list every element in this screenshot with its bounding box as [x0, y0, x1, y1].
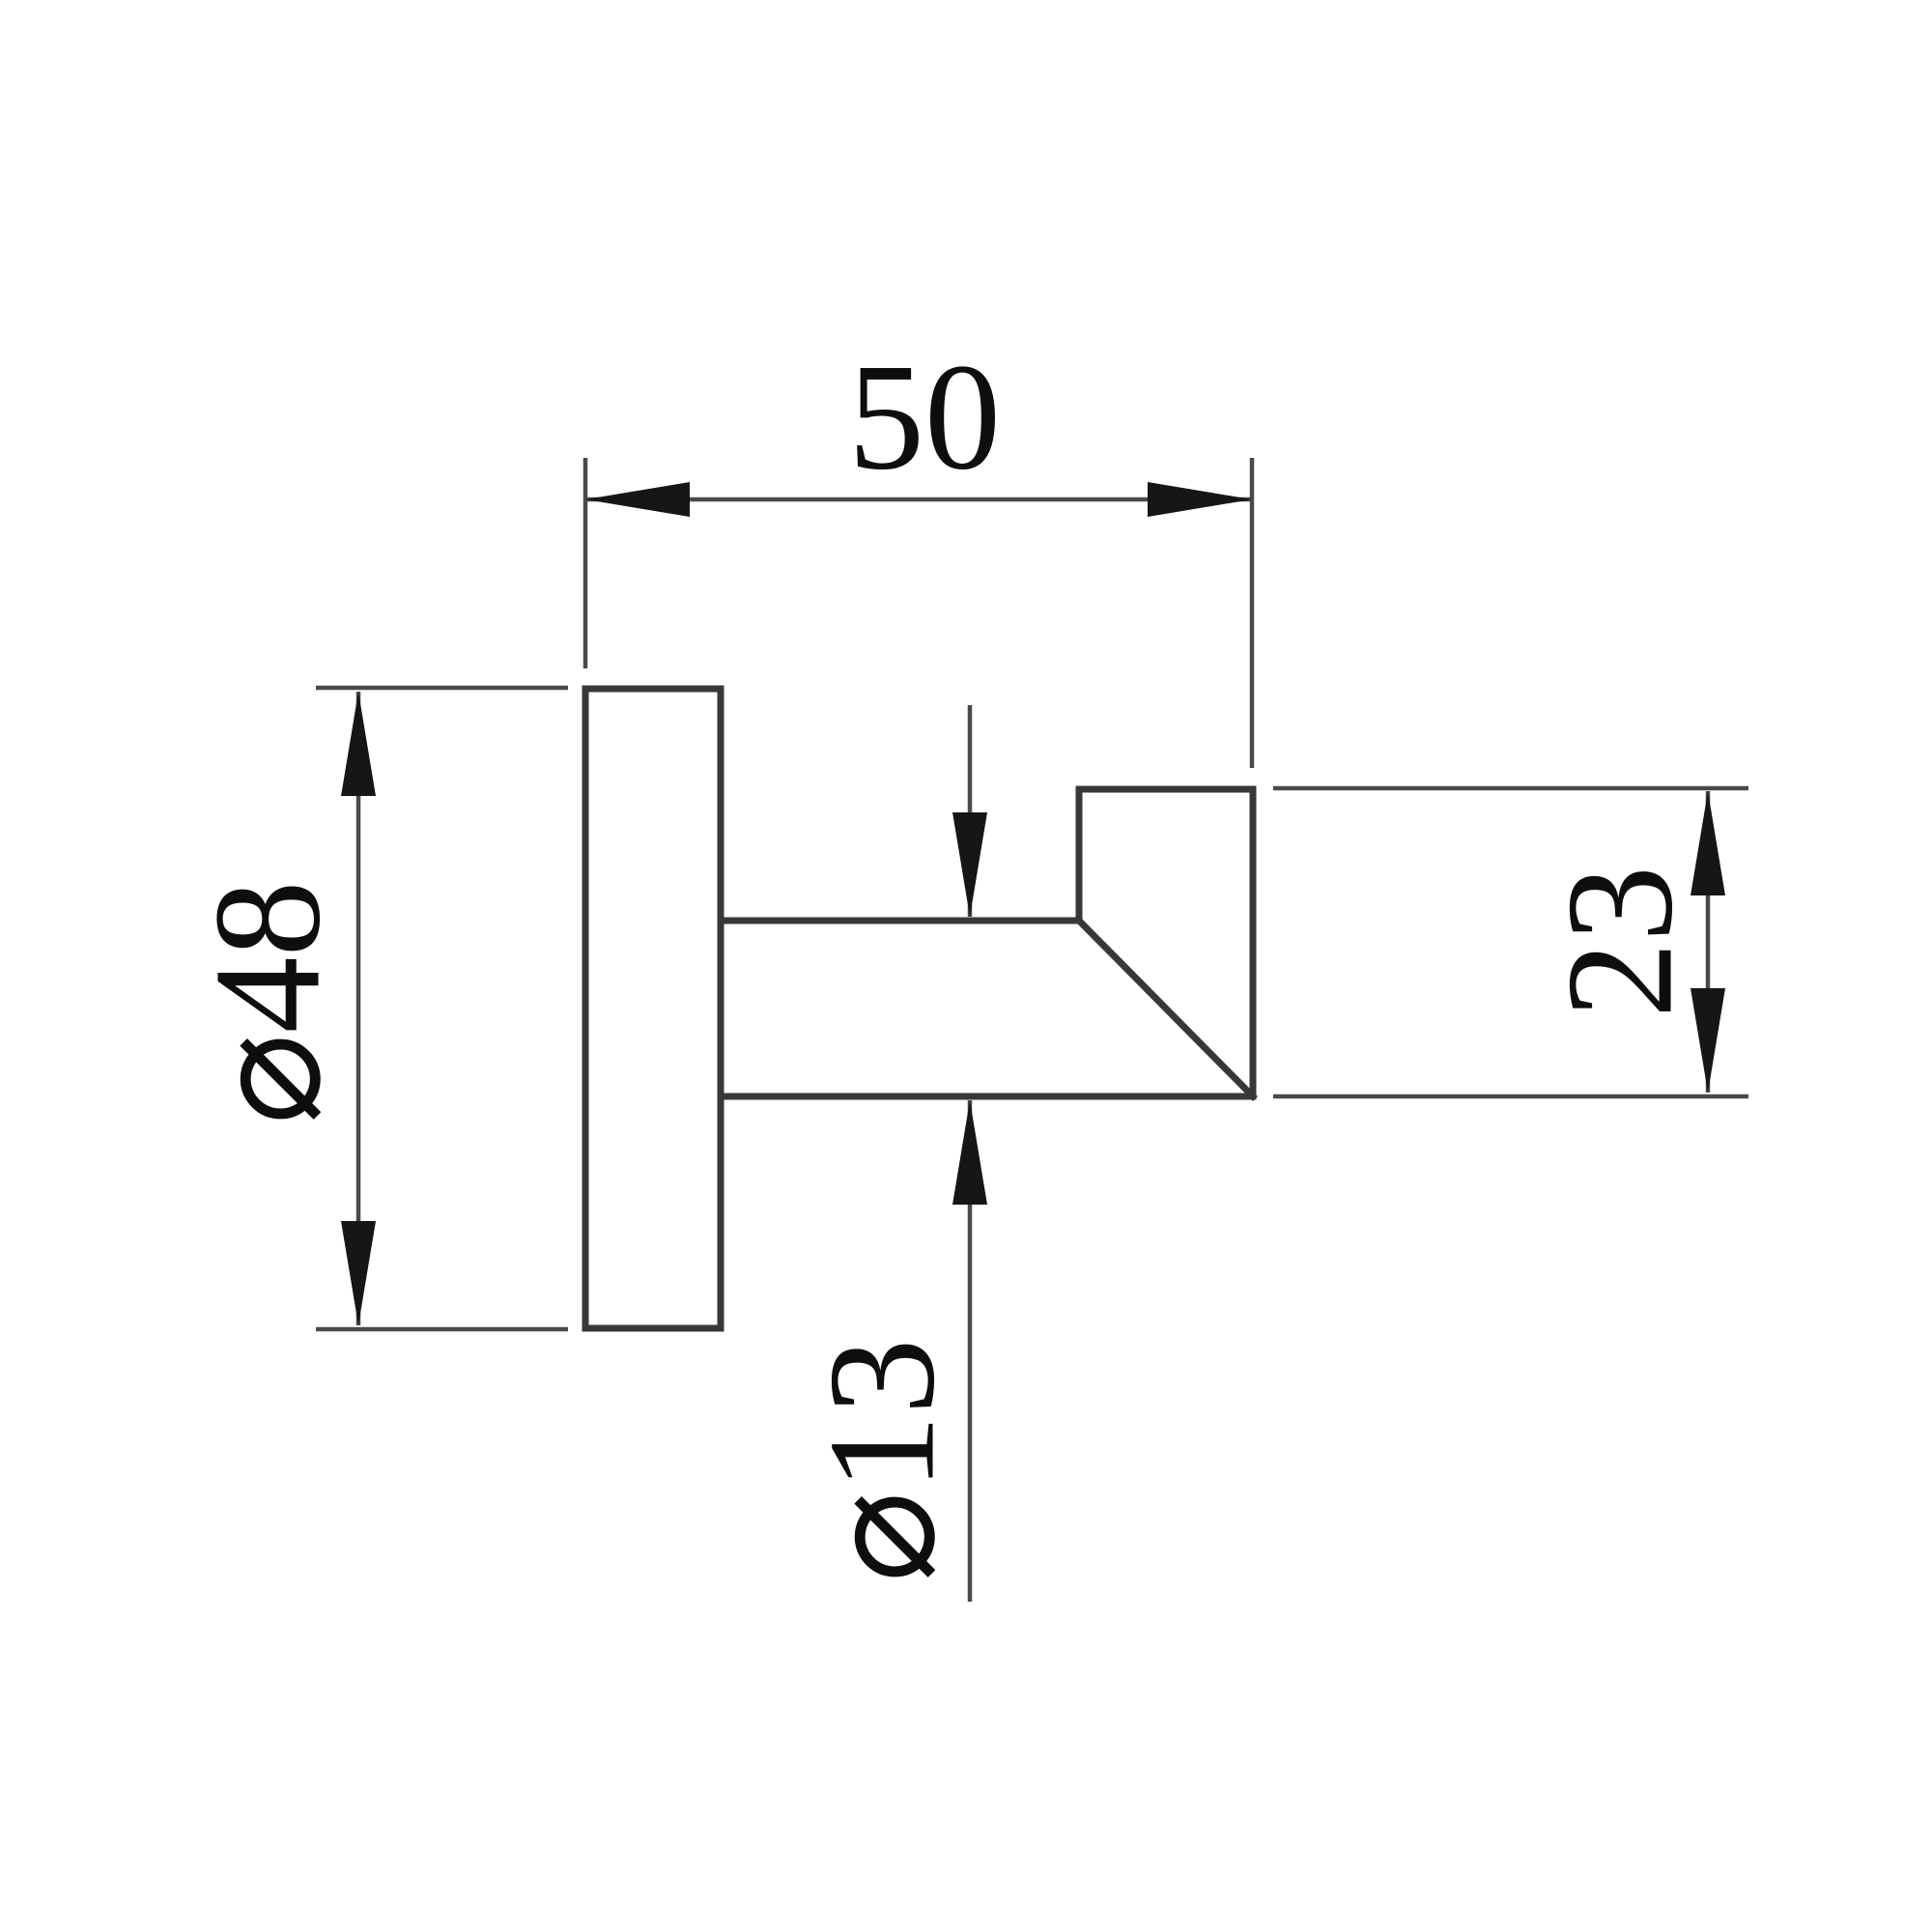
- hook-arm-outline: [717, 785, 1257, 1100]
- part-outline: [582, 685, 1258, 1332]
- dim23-arrow-down-icon: [1690, 988, 1725, 1093]
- dimension-width-50: 50: [582, 333, 1255, 768]
- dim23-arrow-up-icon: [1690, 791, 1725, 895]
- hook-inner-diagonal-line: [1074, 916, 1258, 1101]
- dim13-arrow-down-icon: [952, 812, 987, 917]
- dimension-plate-diameter-48: ⌀48: [184, 685, 568, 1332]
- dimension-hook-depth-23: 23: [1273, 785, 1748, 1099]
- dim50-label: 50: [848, 333, 1001, 502]
- dim48-arrow-down-icon: [341, 1221, 376, 1325]
- dim23-label: 23: [1536, 866, 1705, 1018]
- dim13-label: ⌀13: [798, 1338, 967, 1582]
- dim50-arrow-right-icon: [1148, 482, 1252, 517]
- dim48-arrow-up-icon: [341, 692, 376, 796]
- dim48-label: ⌀48: [184, 880, 353, 1124]
- dimension-arm-diameter-13: ⌀13: [798, 705, 987, 1602]
- wall-plate-rectangle: [582, 685, 724, 1332]
- dim50-arrow-left-icon: [585, 482, 690, 517]
- dim13-arrow-up-icon: [952, 1100, 987, 1205]
